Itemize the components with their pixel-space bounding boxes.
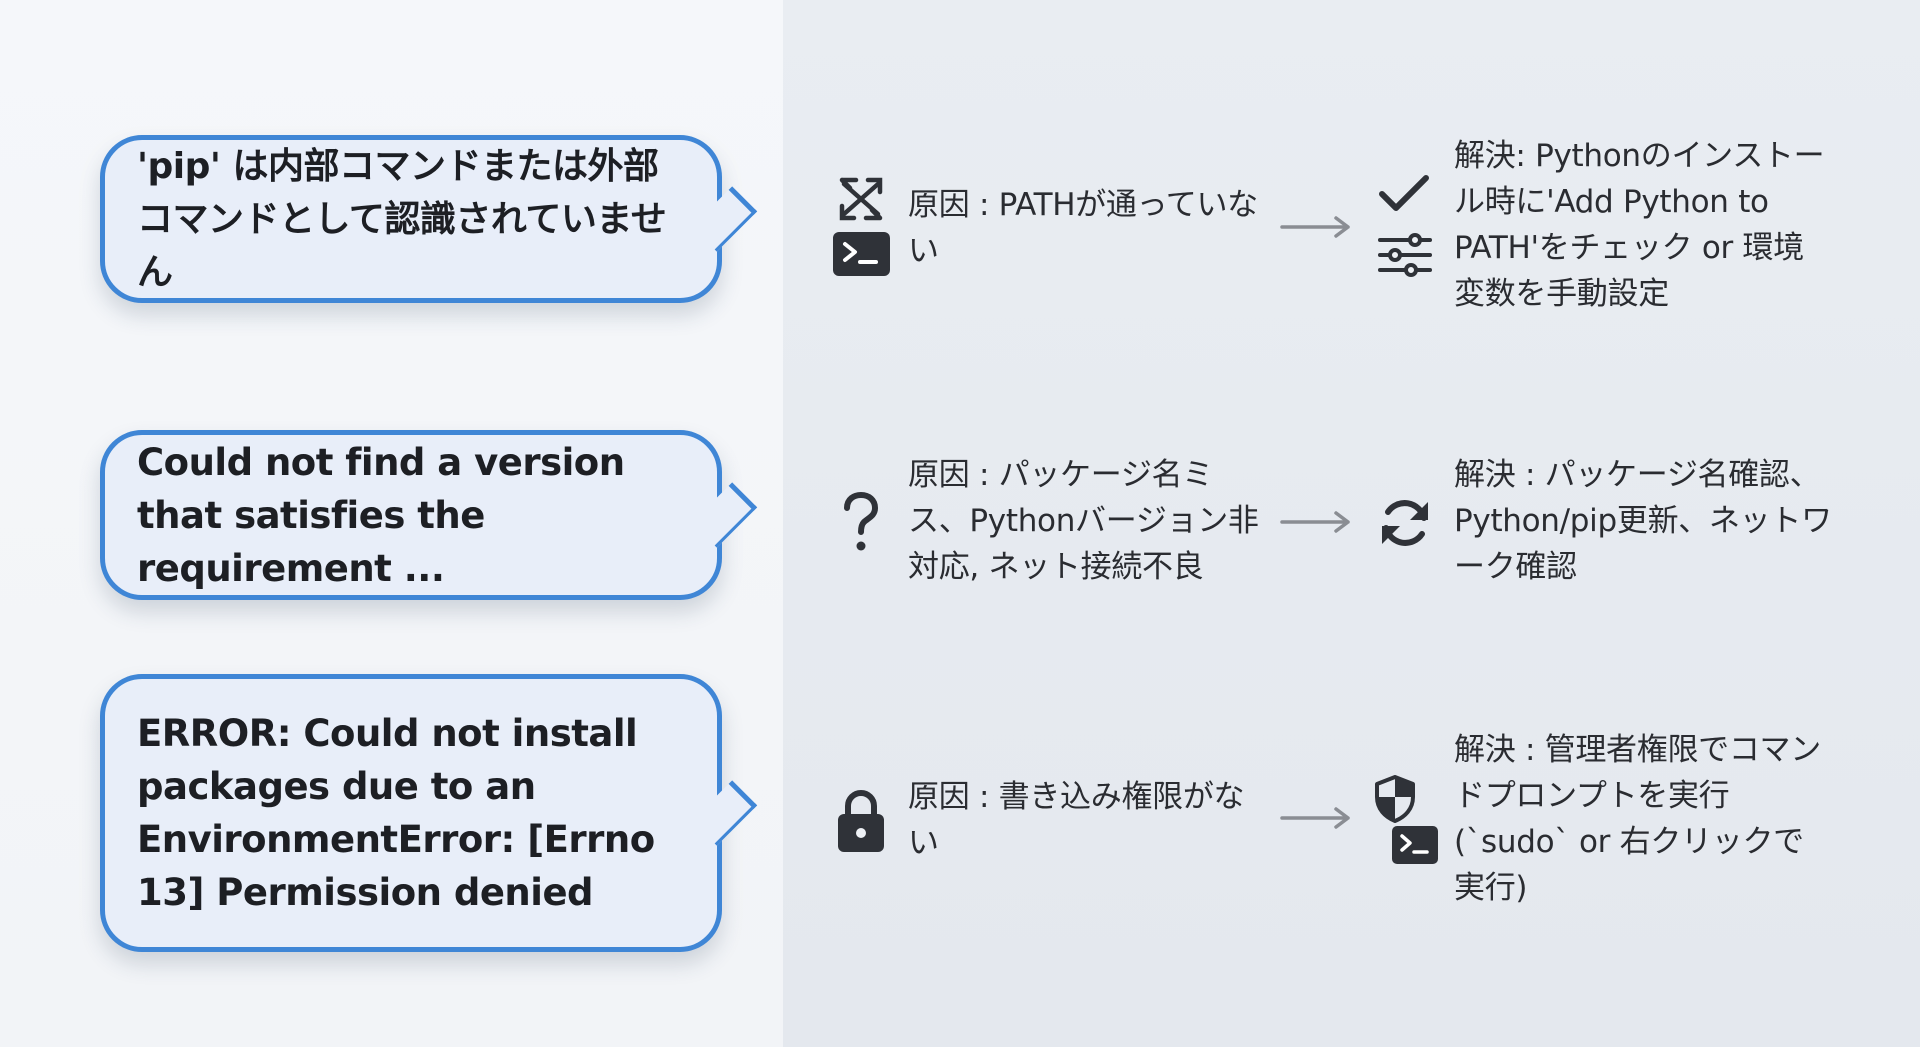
arrow-icon <box>1280 806 1352 830</box>
terminal-icon <box>1392 826 1438 864</box>
right-panel <box>783 0 1920 1047</box>
error-bubble-version-not-found: Could not find a version that satisfies … <box>100 430 722 600</box>
arrow-icon <box>1280 215 1352 239</box>
terminal-icon <box>833 232 890 276</box>
checkmark-icon <box>1378 172 1430 216</box>
shield-icon <box>1374 775 1416 823</box>
broken-link-icon <box>834 174 888 224</box>
refresh-icon <box>1376 494 1434 552</box>
fix-text: 解決 : パッケージ名確認、Python/pip更新、ネットワーク確認 <box>1454 457 1832 585</box>
fix-text: 解決: Pythonのインストール時に'Add Python to PATH'を… <box>1454 138 1825 312</box>
error-bubble-permission-denied: ERROR: Could not install packages due to… <box>100 674 722 952</box>
question-mark-icon <box>840 491 882 554</box>
error-message: Could not find a version that satisfies … <box>137 440 625 590</box>
error-message: 'pip' は内部コマンドまたは外部コマンドとして認識されていません <box>137 145 667 293</box>
cause-text: 原因 : 書き込み権限がない <box>908 779 1245 861</box>
cause-text: 原因 : PATHが通っていない <box>908 187 1258 269</box>
fix-text: 解決 : 管理者権限でコマンドプロンプトを実行 (`sudo` or 右クリック… <box>1454 732 1821 906</box>
error-message: ERROR: Could not install packages due to… <box>137 712 655 914</box>
cause-text: 原因 : パッケージ名ミス、Pythonバージョン非対応, ネット接続不良 <box>908 457 1259 585</box>
arrow-icon <box>1280 510 1352 534</box>
error-bubble-pip-not-recognized: 'pip' は内部コマンドまたは外部コマンドとして認識されていません <box>100 135 722 303</box>
sliders-icon <box>1377 232 1433 278</box>
lock-icon <box>836 788 886 854</box>
